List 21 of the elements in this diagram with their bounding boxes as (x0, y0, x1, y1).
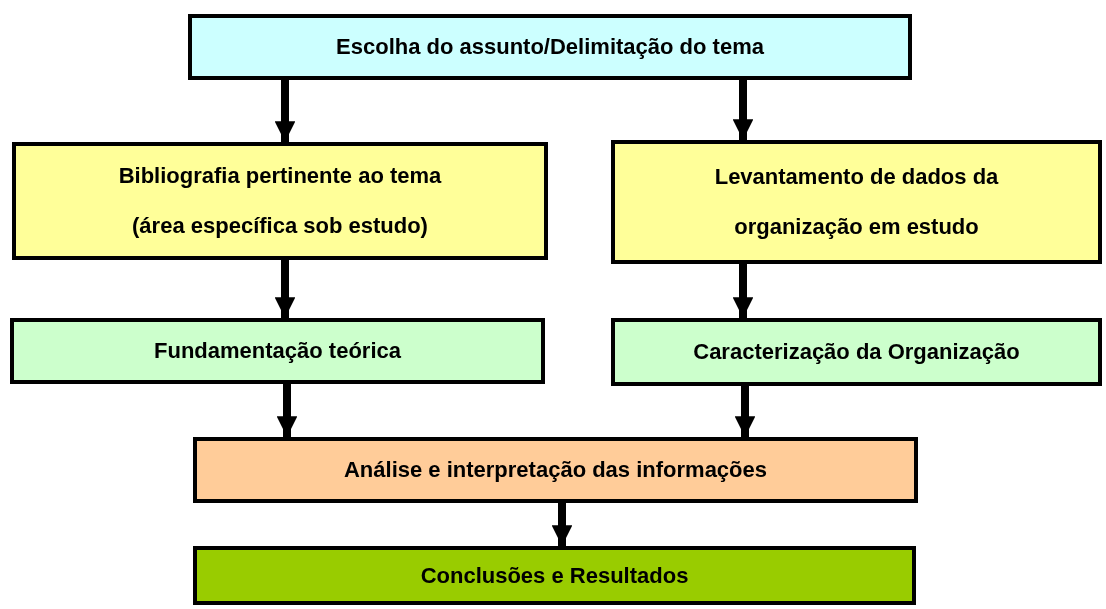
process-box (10, 318, 545, 384)
process-box (193, 437, 918, 503)
box-label: Caracterização da Organização (693, 338, 1020, 366)
process-box (611, 318, 1102, 386)
box-label: Conclusões e Resultados (420, 561, 689, 590)
process-box (188, 14, 912, 80)
arrow (732, 80, 754, 140)
arrow (732, 264, 754, 318)
box-label: Análise e interpretação das informações (343, 456, 768, 484)
process-box (12, 142, 548, 260)
arrow (274, 80, 296, 142)
arrow (274, 260, 296, 318)
process-box (193, 546, 916, 605)
arrow (734, 386, 756, 437)
box-label: Fundamentação teórica (154, 337, 401, 365)
box-label: Bibliografia pertinente ao tema (área específica sob estudo) (117, 162, 443, 240)
box-label: Levantamento de dados da organização em estudo (713, 163, 1000, 241)
arrow (551, 503, 573, 546)
arrow (276, 384, 298, 437)
box-label: Escolha do assunto/Delimitação do tema (336, 33, 764, 61)
process-box (611, 140, 1102, 264)
